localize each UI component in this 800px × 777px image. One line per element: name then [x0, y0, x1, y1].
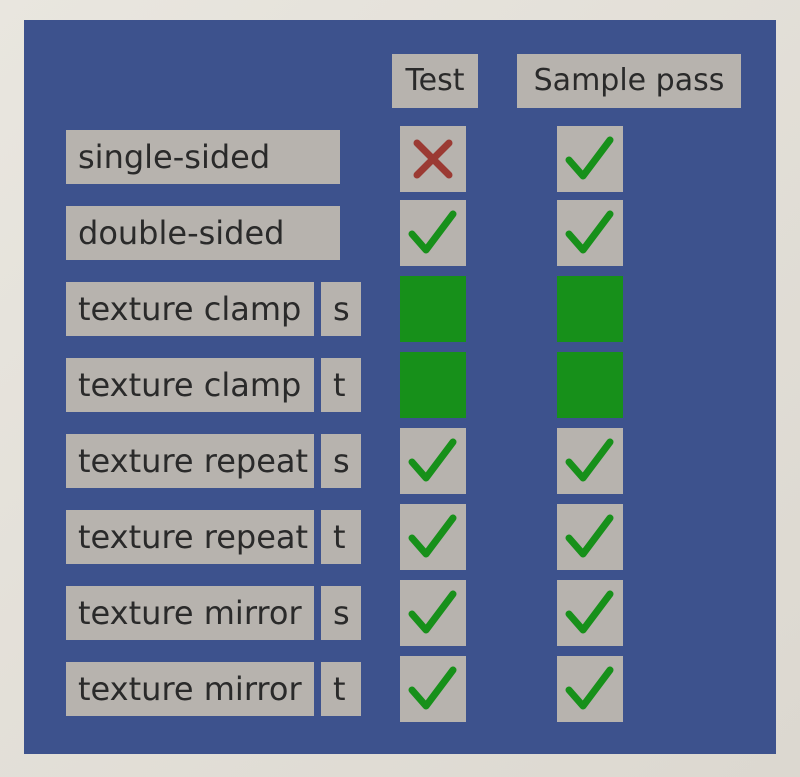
row-suffix: s [321, 282, 361, 336]
test-result-icon [400, 504, 466, 570]
row-suffix: t [321, 358, 361, 412]
row-label: texture clamp [66, 358, 314, 412]
check-icon [565, 210, 614, 254]
row-label: texture repeat [66, 434, 314, 488]
row-suffix: s [321, 586, 361, 640]
row-label: double-sided [66, 206, 340, 260]
test-result-icon [400, 656, 466, 722]
row-label: texture clamp [66, 282, 314, 336]
header-sample-pass: Sample pass [517, 54, 741, 108]
test-result-square [400, 276, 466, 342]
row-suffix: t [321, 662, 361, 716]
sample-result-icon [557, 580, 623, 646]
sample-result-icon [557, 200, 623, 266]
check-icon [408, 210, 457, 254]
test-result-icon [400, 580, 466, 646]
sample-result-icon [557, 428, 623, 494]
test-result-icon [400, 428, 466, 494]
row-suffix: s [321, 434, 361, 488]
check-icon [565, 438, 614, 482]
row-label: single-sided [66, 130, 340, 184]
sample-result-icon [557, 126, 623, 192]
cross-icon [413, 139, 453, 179]
row-suffix: t [321, 510, 361, 564]
check-icon [408, 438, 457, 482]
check-icon [565, 590, 614, 634]
header-test: Test [392, 54, 478, 108]
sample-result-square [557, 352, 623, 418]
check-icon [565, 136, 614, 180]
row-label: texture mirror [66, 586, 314, 640]
sample-result-icon [557, 504, 623, 570]
check-icon [408, 590, 457, 634]
sample-result-square [557, 276, 623, 342]
check-icon [408, 666, 457, 710]
check-icon [565, 514, 614, 558]
check-icon [565, 666, 614, 710]
results-panel: Test Sample pass single-sided double-sid… [24, 20, 776, 754]
test-result-icon [400, 126, 466, 192]
test-result-square [400, 352, 466, 418]
row-label: texture mirror [66, 662, 314, 716]
sample-result-icon [557, 656, 623, 722]
test-result-icon [400, 200, 466, 266]
row-label: texture repeat [66, 510, 314, 564]
check-icon [408, 514, 457, 558]
